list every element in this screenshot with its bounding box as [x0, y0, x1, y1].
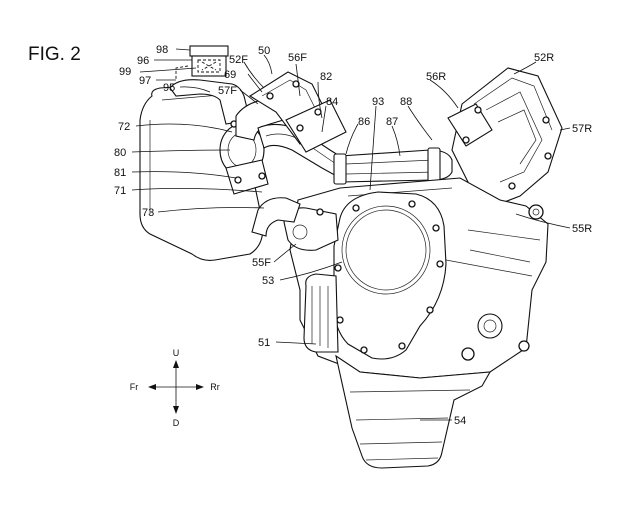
rear-intake-pipe	[333, 147, 453, 185]
label-93: 93	[372, 96, 384, 108]
front-mount	[283, 207, 339, 251]
label-82: 82	[320, 71, 332, 83]
front-cylinder-head	[248, 71, 347, 153]
clutch-cover	[330, 191, 447, 360]
label-84: 84	[326, 96, 338, 108]
front-throttle-body	[219, 120, 269, 195]
label-57F: 57F	[218, 85, 237, 97]
label-73: 73	[142, 207, 154, 219]
label-55R: 55R	[572, 223, 592, 235]
label-72: 72	[118, 121, 130, 133]
direction-indicator: U D Fr Rr	[130, 348, 220, 428]
reference-labels: 98 96 99 97 95 52F 50 69 57F 56F 82 84 9…	[114, 44, 592, 427]
label-99: 99	[119, 66, 131, 78]
label-52F: 52F	[229, 54, 248, 66]
generator-cover	[303, 273, 339, 353]
label-81: 81	[114, 167, 126, 179]
label-98: 98	[156, 44, 168, 56]
lower-elbow-pipe	[251, 197, 301, 237]
oil-pan	[335, 354, 491, 469]
label-86: 86	[358, 116, 370, 128]
figure-title: FIG. 2	[28, 44, 81, 65]
label-52R: 52R	[534, 52, 554, 64]
label-53: 53	[262, 275, 274, 287]
leader-lines	[131, 48, 571, 421]
label-69: 69	[224, 69, 236, 81]
label-56F: 56F	[288, 52, 307, 64]
direction-up-label: U	[173, 348, 180, 358]
rear-cylinder-head	[447, 67, 563, 207]
direction-front-label: Fr	[130, 382, 139, 392]
label-71: 71	[114, 185, 126, 197]
label-56R: 56R	[426, 71, 446, 83]
label-95: 95	[163, 82, 175, 94]
label-80: 80	[114, 147, 126, 159]
rear-mount	[461, 204, 544, 361]
label-50: 50	[258, 45, 270, 57]
label-87: 87	[386, 116, 398, 128]
label-55F: 55F	[252, 257, 271, 269]
label-51: 51	[258, 337, 270, 349]
label-97: 97	[139, 75, 151, 87]
label-88: 88	[400, 96, 412, 108]
label-96: 96	[137, 55, 149, 67]
direction-rear-label: Rr	[210, 382, 220, 392]
label-54: 54	[454, 415, 466, 427]
sensor-unit	[175, 45, 229, 80]
label-57R: 57R	[572, 123, 592, 135]
direction-down-label: D	[173, 418, 180, 428]
